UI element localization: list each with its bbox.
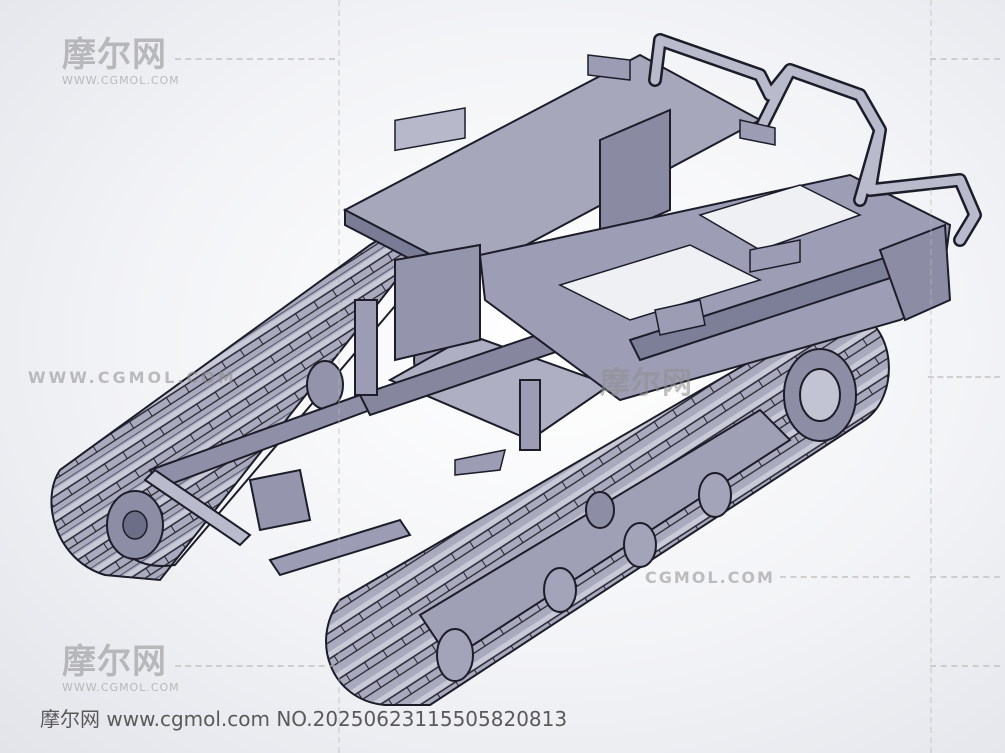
watermark-logo-text: 摩尔网 <box>62 642 167 682</box>
bracket <box>454 449 507 476</box>
bracket <box>739 119 776 146</box>
watermark-top-left: 摩尔网 WWW.CGMOL.COM <box>62 38 180 87</box>
watermark-logo-text: 摩尔网 <box>62 35 167 75</box>
mounting-brackets <box>454 54 801 476</box>
watermark-dash-line <box>930 576 1000 578</box>
watermark-dash-line <box>175 58 335 60</box>
footer-caption: 摩尔网 www.cgmol.com NO.2025062311550582081… <box>40 707 568 731</box>
vertical-post <box>519 379 541 451</box>
right-road-wheel <box>543 567 577 613</box>
front-axle-tube <box>143 468 252 547</box>
watermark-logo-url: WWW.CGMOL.COM <box>62 681 180 694</box>
side-support-plate <box>394 243 481 362</box>
watermark-mid-right: 摩尔网 <box>600 366 693 401</box>
watermark-bottom-left: 摩尔网 WWW.CGMOL.COM <box>62 645 180 694</box>
suspension-arm <box>268 518 412 577</box>
frame-opening <box>557 244 763 321</box>
deck-hatch <box>394 107 466 152</box>
vertical-post <box>354 299 378 396</box>
right-road-wheel <box>623 522 657 568</box>
watermark-dash-line <box>930 665 1000 667</box>
watermark-logo-url: WWW.CGMOL.COM <box>62 74 180 87</box>
watermark-low-right: CGMOL.COM <box>645 568 775 587</box>
right-road-wheel <box>698 472 732 518</box>
watermark-vertical-guide <box>930 0 932 753</box>
rear-end-plate <box>878 223 952 322</box>
rear-guard-rail <box>648 33 982 247</box>
center-bulkhead <box>599 108 671 242</box>
right-idler-wheel <box>585 491 615 529</box>
watermark-dash-line <box>930 58 1000 60</box>
bracket <box>654 299 706 336</box>
watermark-dash-line <box>928 376 1000 378</box>
watermark-vertical-guide <box>338 0 340 753</box>
watermark-dash-line <box>780 576 910 578</box>
suspension-bracket <box>248 468 312 532</box>
right-track-assembly <box>325 313 890 706</box>
watermark-dash-line <box>175 665 335 667</box>
bracket <box>587 54 631 81</box>
watermark-mid-left: WWW.CGMOL.COM <box>28 368 237 387</box>
right-road-wheel <box>436 628 474 682</box>
bracket <box>749 239 801 273</box>
frame-opening <box>698 184 862 251</box>
